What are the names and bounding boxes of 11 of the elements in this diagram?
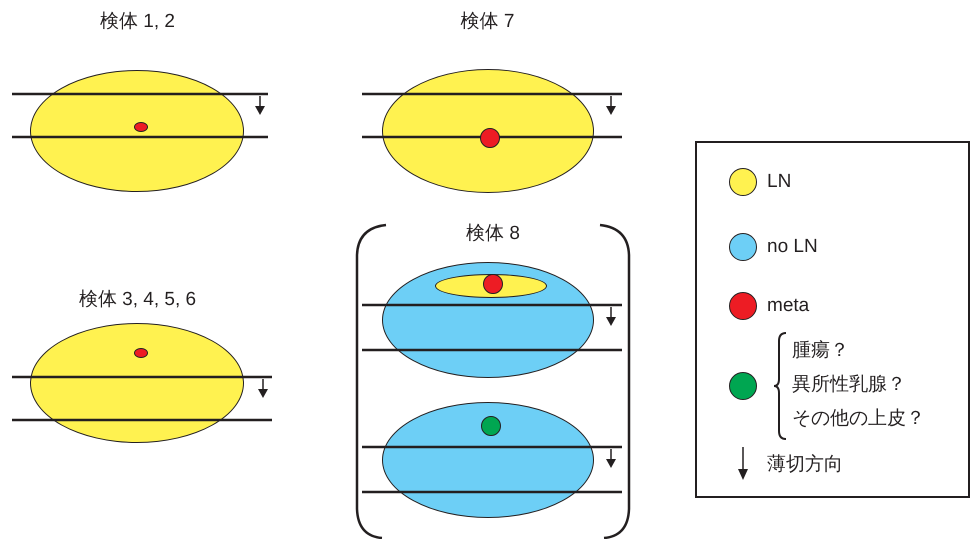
specimen-label: 検体 3, 4, 5, 6 <box>78 288 198 312</box>
lesion-dot <box>481 416 501 436</box>
legend-label: 腫瘍？異所性乳腺？その他の上皮？ <box>792 339 926 431</box>
legend-label: meta <box>767 294 810 318</box>
specimen-label: 検体 7 <box>460 10 516 34</box>
lesion-dot <box>483 274 503 294</box>
specimen-label: 検体 1, 2 <box>99 10 176 34</box>
legend-label: 薄切方向 <box>767 453 843 477</box>
legend-label: LN <box>767 170 792 194</box>
legend-label: no LN <box>767 235 818 259</box>
specimen-label: 検体 8 <box>465 222 521 246</box>
